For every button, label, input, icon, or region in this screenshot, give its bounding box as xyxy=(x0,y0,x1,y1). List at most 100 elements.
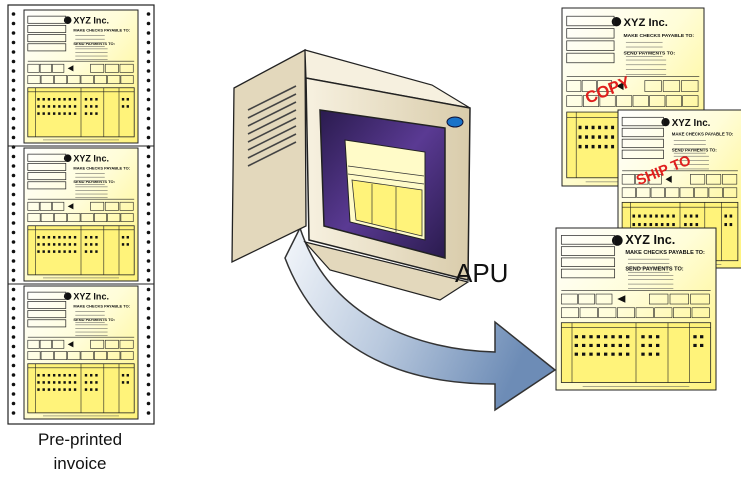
feed-hole xyxy=(11,164,16,168)
feed-hole xyxy=(11,31,16,35)
feed-hole xyxy=(11,211,16,216)
feed-hole xyxy=(11,126,16,130)
feed-hole xyxy=(146,316,151,320)
preprinted-invoice-stack: XYZ Inc. MAKE CHECKS PAYABLE TO: SEND PAYM… xyxy=(7,4,155,425)
send-payments-label: SEND PAYMENTS TO: xyxy=(625,266,683,272)
feed-hole xyxy=(146,335,151,339)
tractor-feed-holes xyxy=(11,12,151,415)
feed-hole xyxy=(11,183,16,187)
company-name: XYZ Inc. xyxy=(672,118,711,129)
flow-arrow xyxy=(284,226,557,412)
feed-hole xyxy=(146,211,151,216)
logo-icon xyxy=(661,118,670,127)
send-payments-label: SEND PAYMENTS TO: xyxy=(672,147,718,152)
feed-hole xyxy=(11,12,16,16)
send-payments-label: SEND PAYMENTS TO: xyxy=(73,41,115,46)
apu-label: APU xyxy=(455,258,509,288)
feed-hole xyxy=(146,40,151,45)
feed-hole xyxy=(146,363,151,368)
feed-hole xyxy=(146,97,151,102)
feed-hole xyxy=(11,202,16,206)
feed-hole xyxy=(11,249,16,254)
preprinted-invoice-caption: Pre-printed invoice xyxy=(0,428,160,476)
feed-hole xyxy=(146,344,151,349)
invoice-form: XYZ Inc. MAKE CHECKS PAYABLE TO: SEND PAYM… xyxy=(555,227,717,391)
company-name: XYZ Inc. xyxy=(73,291,109,301)
feed-hole xyxy=(11,173,16,178)
feed-hole xyxy=(146,297,151,301)
company-name: XYZ Inc. xyxy=(73,153,109,163)
feed-hole xyxy=(11,278,16,282)
caption-line-2: invoice xyxy=(53,454,107,473)
feed-hole xyxy=(11,382,16,387)
feed-hole xyxy=(11,21,16,26)
feed-hole xyxy=(11,240,16,244)
company-name: XYZ Inc. xyxy=(625,233,675,247)
feed-hole xyxy=(146,354,151,358)
feed-hole xyxy=(146,69,151,73)
feed-hole xyxy=(11,135,16,140)
printed-copies: XYZ Inc. MAKE CHECKS PAYABLE TO: SEND PAYM… xyxy=(555,7,741,391)
company-name: XYZ Inc. xyxy=(73,15,109,25)
feed-hole xyxy=(11,373,16,377)
feed-hole xyxy=(146,126,151,130)
feed-hole xyxy=(146,183,151,187)
invoice-form: XYZ Inc. MAKE CHECKS PAYABLE TO: SEND PAYM… xyxy=(23,9,139,144)
logo-icon xyxy=(63,292,72,301)
feed-hole xyxy=(146,259,151,263)
feed-hole xyxy=(146,249,151,254)
feed-hole xyxy=(11,107,16,111)
logo-icon xyxy=(63,154,72,163)
make-checks-label: MAKE CHECKS PAYABLE TO: xyxy=(73,27,130,32)
feed-hole xyxy=(11,392,16,396)
feed-hole xyxy=(11,69,16,73)
monitor xyxy=(231,48,471,301)
feed-hole xyxy=(146,392,151,396)
feed-hole xyxy=(11,50,16,54)
feed-hole xyxy=(146,173,151,178)
feed-hole xyxy=(11,40,16,45)
feed-hole xyxy=(11,268,16,273)
feed-hole xyxy=(11,97,16,102)
make-checks-label: MAKE CHECKS PAYABLE TO: xyxy=(625,250,705,256)
feed-hole xyxy=(11,154,16,159)
feed-hole xyxy=(146,135,151,140)
feed-hole xyxy=(11,287,16,292)
make-checks-label: MAKE CHECKS PAYABLE TO: xyxy=(73,165,130,170)
feed-hole xyxy=(11,116,16,121)
caption-line-1: Pre-printed xyxy=(37,430,123,449)
invoice-form: XYZ Inc.MAKE CHECKS PAYABLE TO:SEND PAYM… xyxy=(23,147,139,282)
feed-hole xyxy=(146,12,151,16)
feed-hole xyxy=(146,154,151,159)
feed-hole xyxy=(146,78,151,83)
feed-hole xyxy=(11,88,16,92)
feed-hole xyxy=(11,335,16,339)
feed-hole xyxy=(146,50,151,54)
logo-icon xyxy=(63,16,72,25)
logo-icon xyxy=(611,16,622,27)
feed-hole xyxy=(146,306,151,311)
feed-hole xyxy=(11,59,16,64)
feed-hole xyxy=(146,192,151,197)
invoice-form: XYZ Inc.MAKE CHECKS PAYABLE TO:SEND PAYM… xyxy=(23,285,139,420)
feed-hole xyxy=(146,59,151,64)
feed-hole xyxy=(146,278,151,282)
feed-hole xyxy=(11,192,16,197)
feed-hole xyxy=(146,116,151,121)
feed-hole xyxy=(11,401,16,406)
feed-hole xyxy=(11,354,16,358)
feed-hole xyxy=(146,268,151,273)
send-payments-label: SEND PAYMENTS TO: xyxy=(624,51,676,57)
feed-hole xyxy=(146,325,151,330)
make-checks-label: MAKE CHECKS PAYABLE TO: xyxy=(624,33,695,39)
feed-hole xyxy=(146,164,151,168)
feed-hole xyxy=(146,202,151,206)
feed-hole xyxy=(11,306,16,311)
feed-hole xyxy=(11,297,16,301)
feed-hole xyxy=(146,401,151,406)
feed-hole xyxy=(146,287,151,292)
feed-hole xyxy=(11,230,16,235)
feed-hole xyxy=(146,107,151,111)
send-payments-label: SEND PAYMENTS TO: xyxy=(73,317,115,322)
